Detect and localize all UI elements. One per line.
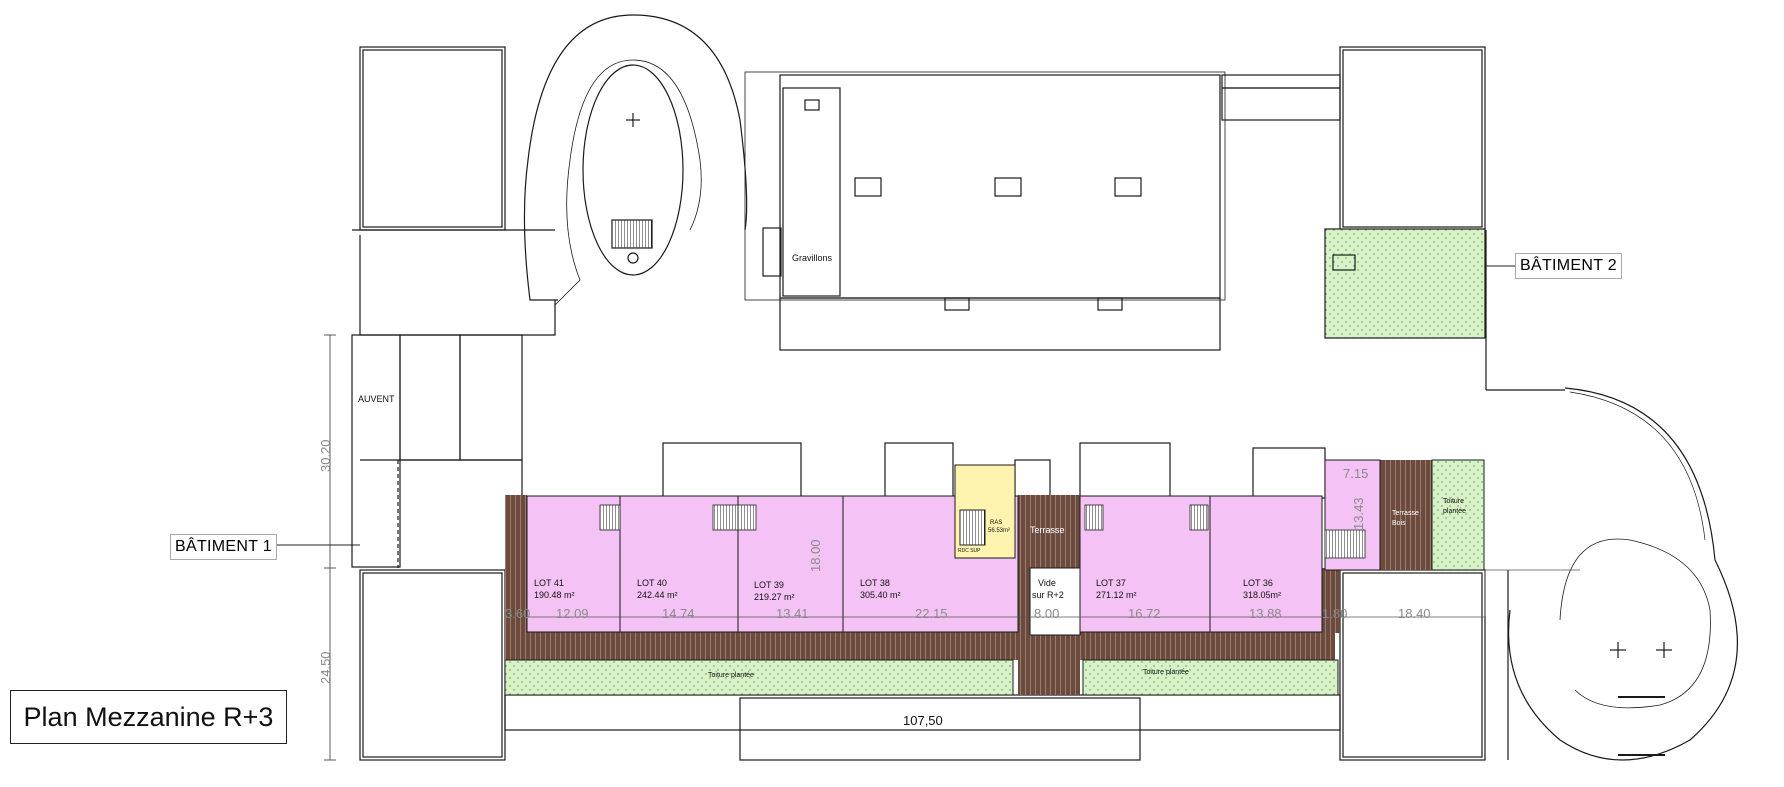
dim-3: 14.74 <box>662 606 695 621</box>
dim-7: 16.72 <box>1128 606 1161 621</box>
vide-label-1: Vide <box>1038 578 1056 588</box>
void-r2 <box>1029 567 1081 636</box>
terrasse-bois-label-2: Bois <box>1392 520 1406 527</box>
rhc-label: RDC SUP <box>958 548 981 554</box>
ras-label: RAS <box>990 520 1003 526</box>
lot-39-name: LOT 39 <box>754 580 784 590</box>
plan-title: Plan Mezzanine R+3 <box>10 690 287 744</box>
lot-36-name: LOT 36 <box>1243 578 1273 588</box>
dim-w1: 7.15 <box>1343 466 1369 481</box>
dim-2: 12.09 <box>556 606 589 621</box>
green-roof-left <box>504 659 1014 696</box>
dim-total: 107,50 <box>903 713 943 728</box>
dim-v1: 30.20 <box>318 439 333 472</box>
lot-41-name: LOT 41 <box>534 578 564 588</box>
lot-41 <box>526 495 621 633</box>
lot-40-name: LOT 40 <box>637 578 667 588</box>
dim-h1: 18.00 <box>808 539 823 572</box>
vide-label-2: sur R+2 <box>1032 590 1064 600</box>
lot-36-area: 318.05m² <box>1243 590 1282 600</box>
toiture-plantee-left-label: Toiture plantée <box>708 672 754 679</box>
lot-36 <box>1209 495 1323 633</box>
lot-40-area: 242.44 m² <box>637 590 678 600</box>
toiture-plantee-right-label: Toiture plantée <box>1143 669 1189 676</box>
lot-37-name: LOT 37 <box>1096 578 1126 588</box>
ras-area-label: 56.53m² <box>988 528 1011 534</box>
lot-38-name: LOT 38 <box>860 578 890 588</box>
green-roof-east <box>1431 459 1485 571</box>
lot-37-area: 271.12 m² <box>1096 590 1137 600</box>
lot-38-area: 305.40 m² <box>860 590 901 600</box>
building-1-label: BÂTIMENT 1 <box>170 534 277 560</box>
toiture-label-1: Toiture <box>1443 498 1465 505</box>
right-ramp <box>1507 387 1738 761</box>
dim-4: 13.41 <box>776 606 809 621</box>
dim-1: 3.60 <box>505 606 531 621</box>
spiral-ramp <box>523 14 748 301</box>
dim-v2: 24.50 <box>318 651 333 684</box>
auvent-label: AUVENT <box>358 394 395 404</box>
building-2-label: BÂTIMENT 2 <box>1515 253 1622 279</box>
dim-9: 1.80 <box>1322 606 1348 621</box>
dim-10: 18.40 <box>1398 606 1431 621</box>
lot-39-area: 219.27 m² <box>754 592 795 602</box>
gravillons-label: Gravillons <box>792 253 833 263</box>
terrasse-label: Terrasse <box>1030 525 1065 535</box>
dim-6: 8.00 <box>1034 606 1060 621</box>
dim-5: 22.15 <box>915 606 948 621</box>
lot-41-area: 190.48 m² <box>534 590 575 600</box>
green-roof-right <box>1082 659 1339 696</box>
roof-block-center <box>779 74 1221 299</box>
block-nw <box>359 46 506 231</box>
terrasse-bois-label-1: Terrasse <box>1392 510 1419 517</box>
dim-8: 13.88 <box>1249 606 1282 621</box>
toiture-label-2: plantée <box>1443 508 1466 515</box>
block-ne <box>1339 46 1486 231</box>
deck-area-south <box>505 630 1335 660</box>
dim-h2: 13.43 <box>1351 497 1366 530</box>
